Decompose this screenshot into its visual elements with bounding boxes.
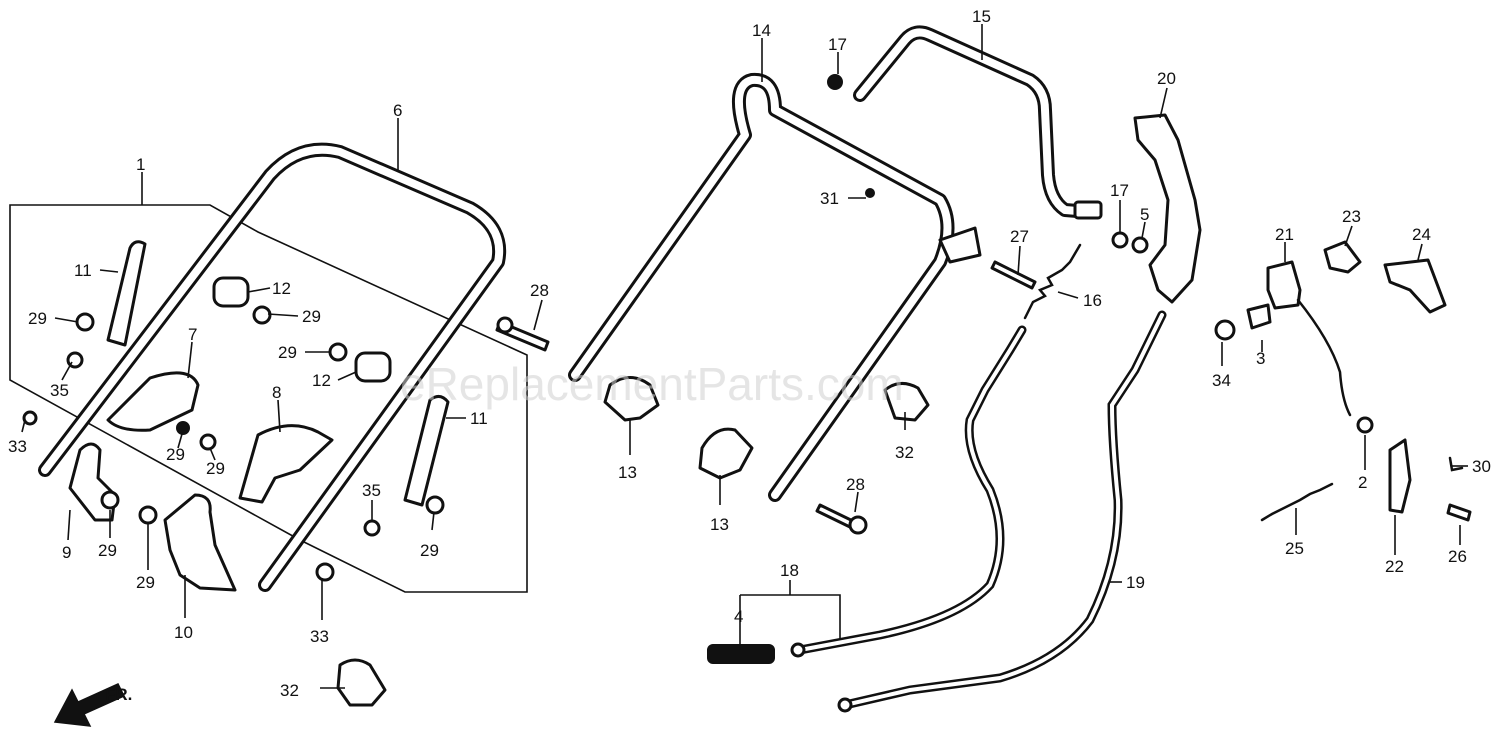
part-label-9: 9 [62, 543, 71, 562]
part-label-12: 12 [272, 279, 291, 298]
part-label-29: 29 [166, 445, 185, 464]
handle-roller [212, 276, 392, 383]
return-spring [1260, 482, 1334, 522]
control-cable [790, 325, 1027, 658]
link-plate [1388, 438, 1412, 514]
pivot-pin [990, 260, 1037, 290]
part-label-1: 1 [136, 155, 145, 174]
part-label-29: 29 [302, 307, 321, 326]
mounting-plate [238, 424, 334, 504]
pivot-bracket [163, 493, 237, 592]
part-label-35: 35 [362, 481, 381, 500]
part-label-17: 17 [1110, 181, 1129, 200]
cable-clip [1323, 240, 1362, 274]
handle-bolt [495, 316, 868, 535]
part-label-34: 34 [1212, 371, 1231, 390]
part-label-11: 11 [470, 409, 488, 428]
clevis-pin [1446, 503, 1472, 522]
fastener [22, 74, 1374, 582]
part-label-26: 26 [1448, 547, 1467, 566]
part-label-6: 6 [393, 101, 402, 120]
linkage-rod [106, 240, 450, 507]
part-label-11: 11 [74, 261, 92, 280]
part-label-30: 30 [1472, 457, 1491, 476]
part-label-33: 33 [310, 627, 329, 646]
clamp-knob [603, 376, 754, 480]
part-label-7: 7 [188, 325, 197, 344]
part-label-4: 4 [734, 607, 743, 626]
part-label-8: 8 [272, 383, 281, 402]
part-label-20: 20 [1157, 69, 1176, 88]
part-label-23: 23 [1342, 207, 1361, 226]
retaining-clip [1448, 456, 1464, 472]
tension-spring [1023, 243, 1082, 320]
part-label-31: 31 [820, 189, 839, 208]
part-label-35: 35 [50, 381, 69, 400]
part-label-15: 15 [972, 7, 991, 26]
wing-knob [336, 382, 930, 707]
part-label-12: 12 [312, 371, 331, 390]
part-label-5: 5 [1140, 205, 1149, 224]
leader-lines [21, 24, 1468, 689]
part-label-28: 28 [530, 281, 549, 300]
part-label-29: 29 [420, 541, 439, 560]
lower-handle [568, 72, 982, 502]
part-label-13: 13 [618, 463, 637, 482]
part-label-19: 19 [1126, 573, 1145, 592]
guide-plate [1383, 258, 1447, 314]
part-label-32: 32 [280, 681, 299, 700]
part-label-21: 21 [1275, 225, 1294, 244]
mounting-plate [106, 371, 200, 432]
part-label-14: 14 [752, 21, 771, 40]
part-label-28: 28 [846, 475, 865, 494]
direction-label: FR. [105, 685, 132, 704]
part-label-29: 29 [28, 309, 47, 328]
part-label-25: 25 [1285, 539, 1304, 558]
part-label-24: 24 [1412, 225, 1431, 244]
part-label-18: 18 [780, 561, 799, 580]
part-label-16: 16 [1083, 291, 1102, 310]
part-label-29: 29 [278, 343, 297, 362]
part-label-27: 27 [1010, 227, 1029, 246]
part-label-2: 2 [1358, 473, 1367, 492]
part-label-17: 17 [828, 35, 847, 54]
grip-rod [853, 25, 1103, 220]
part-label-32: 32 [895, 443, 914, 462]
clutch-cable [837, 310, 1167, 713]
control-lever [1133, 113, 1202, 304]
watermark: eReplacementParts.com [400, 358, 904, 410]
upper-handle [38, 142, 507, 592]
part-label-10: 10 [174, 623, 193, 642]
part-label-3: 3 [1256, 349, 1265, 368]
assembly-1-bracket [9, 204, 528, 593]
part-label-29: 29 [98, 541, 117, 560]
part-label-22: 22 [1385, 557, 1404, 576]
grip-sleeve [707, 644, 775, 664]
cable-bracket [1266, 260, 1352, 417]
part-label-33: 33 [8, 437, 27, 456]
part-label-29: 29 [136, 573, 155, 592]
part-labels: 1 6 14 17 15 20 17 5 27 16 31 21 23 24 3… [8, 7, 1491, 700]
part-label-13: 13 [710, 515, 729, 534]
part-label-29: 29 [206, 459, 225, 478]
front-direction-arrow-icon: FR. [53, 683, 132, 727]
